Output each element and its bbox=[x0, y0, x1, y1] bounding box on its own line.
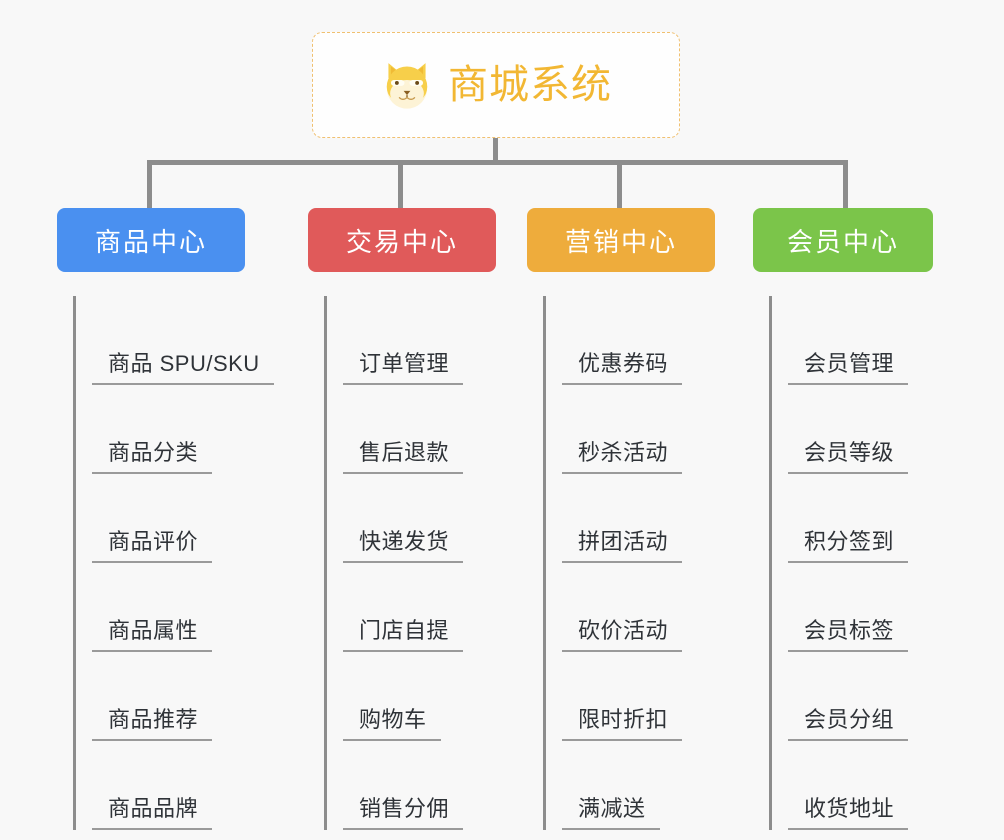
connector-horizontal-bus bbox=[147, 160, 847, 165]
category-header-3[interactable]: 营销中心 bbox=[527, 208, 715, 272]
leaf-label: 售后退款 bbox=[343, 439, 464, 474]
leaf-item[interactable]: 商品品牌 bbox=[92, 741, 279, 830]
leaf-label: 砍价活动 bbox=[562, 617, 683, 652]
leaf-item[interactable]: 会员分组 bbox=[788, 652, 953, 741]
leaf-list-1: 商品 SPU/SKU 商品分类 商品评价 商品属性 商品推荐 商品品牌 bbox=[73, 296, 279, 830]
leaf-item[interactable]: 销售分佣 bbox=[343, 741, 508, 830]
category-header-1[interactable]: 商品中心 bbox=[57, 208, 245, 272]
leaf-item[interactable]: 订单管理 bbox=[343, 296, 508, 385]
leaf-item[interactable]: 门店自提 bbox=[343, 563, 508, 652]
leaf-label: 秒杀活动 bbox=[562, 439, 683, 474]
leaf-item[interactable]: 会员管理 bbox=[788, 296, 953, 385]
leaf-label: 商品 SPU/SKU bbox=[92, 350, 274, 385]
leaf-item[interactable]: 商品推荐 bbox=[92, 652, 279, 741]
connector-root-stem bbox=[493, 138, 498, 164]
leaf-list-2: 订单管理 售后退款 快递发货 门店自提 购物车 销售分佣 bbox=[324, 296, 508, 830]
leaf-label: 会员分组 bbox=[788, 706, 909, 741]
leaf-label: 会员标签 bbox=[788, 617, 909, 652]
shiba-dog-face-icon bbox=[386, 63, 428, 109]
leaf-label: 商品属性 bbox=[92, 617, 213, 652]
connector-drop-2 bbox=[398, 160, 403, 208]
leaf-label: 限时折扣 bbox=[562, 706, 683, 741]
leaf-label: 商品推荐 bbox=[92, 706, 213, 741]
connector-drop-1 bbox=[147, 160, 152, 208]
leaf-item[interactable]: 快递发货 bbox=[343, 474, 508, 563]
leaf-item[interactable]: 拼团活动 bbox=[562, 474, 727, 563]
category-header-2[interactable]: 交易中心 bbox=[308, 208, 496, 272]
leaf-item[interactable]: 售后退款 bbox=[343, 385, 508, 474]
leaf-item[interactable]: 优惠券码 bbox=[562, 296, 727, 385]
leaf-item[interactable]: 商品评价 bbox=[92, 474, 279, 563]
leaf-label: 商品品牌 bbox=[92, 795, 213, 830]
leaf-label: 购物车 bbox=[343, 706, 441, 741]
leaf-item[interactable]: 满减送 bbox=[562, 741, 727, 830]
leaf-list-3: 优惠券码 秒杀活动 拼团活动 砍价活动 限时折扣 满减送 bbox=[543, 296, 727, 830]
leaf-label: 商品评价 bbox=[92, 528, 213, 563]
leaf-list-4: 会员管理 会员等级 积分签到 会员标签 会员分组 收货地址 bbox=[769, 296, 953, 830]
root-node-mall-system[interactable]: 商城系统 bbox=[312, 32, 680, 138]
leaf-label: 优惠券码 bbox=[562, 350, 683, 385]
connector-drop-4 bbox=[843, 160, 848, 208]
leaf-label: 积分签到 bbox=[788, 528, 909, 563]
leaf-item[interactable]: 砍价活动 bbox=[562, 563, 727, 652]
leaf-item[interactable]: 收货地址 bbox=[788, 741, 953, 830]
leaf-label: 收货地址 bbox=[788, 795, 909, 830]
leaf-label: 销售分佣 bbox=[343, 795, 464, 830]
leaf-label: 满减送 bbox=[562, 795, 660, 830]
leaf-item[interactable]: 商品 SPU/SKU bbox=[92, 296, 279, 385]
leaf-label: 会员等级 bbox=[788, 439, 909, 474]
category-column-3: 营销中心 优惠券码 秒杀活动 拼团活动 砍价活动 限时折扣 满减送 bbox=[527, 208, 727, 830]
category-column-2: 交易中心 订单管理 售后退款 快递发货 门店自提 购物车 销售分佣 bbox=[308, 208, 508, 830]
connector-drop-3 bbox=[617, 160, 622, 208]
category-header-4[interactable]: 会员中心 bbox=[753, 208, 933, 272]
leaf-item[interactable]: 购物车 bbox=[343, 652, 508, 741]
leaf-label: 会员管理 bbox=[788, 350, 909, 385]
category-column-4: 会员中心 会员管理 会员等级 积分签到 会员标签 会员分组 收货地址 bbox=[753, 208, 953, 830]
leaf-label: 快递发货 bbox=[343, 528, 464, 563]
leaf-label: 订单管理 bbox=[343, 350, 464, 385]
leaf-label: 门店自提 bbox=[343, 617, 464, 652]
leaf-item[interactable]: 积分签到 bbox=[788, 474, 953, 563]
leaf-item[interactable]: 商品属性 bbox=[92, 563, 279, 652]
leaf-label: 商品分类 bbox=[92, 439, 213, 474]
leaf-item[interactable]: 秒杀活动 bbox=[562, 385, 727, 474]
root-title: 商城系统 bbox=[448, 63, 612, 107]
category-column-1: 商品中心 商品 SPU/SKU 商品分类 商品评价 商品属性 商品推荐 商品品牌 bbox=[57, 208, 279, 830]
leaf-item[interactable]: 会员标签 bbox=[788, 563, 953, 652]
leaf-item[interactable]: 商品分类 bbox=[92, 385, 279, 474]
leaf-label: 拼团活动 bbox=[562, 528, 683, 563]
leaf-item[interactable]: 限时折扣 bbox=[562, 652, 727, 741]
leaf-item[interactable]: 会员等级 bbox=[788, 385, 953, 474]
